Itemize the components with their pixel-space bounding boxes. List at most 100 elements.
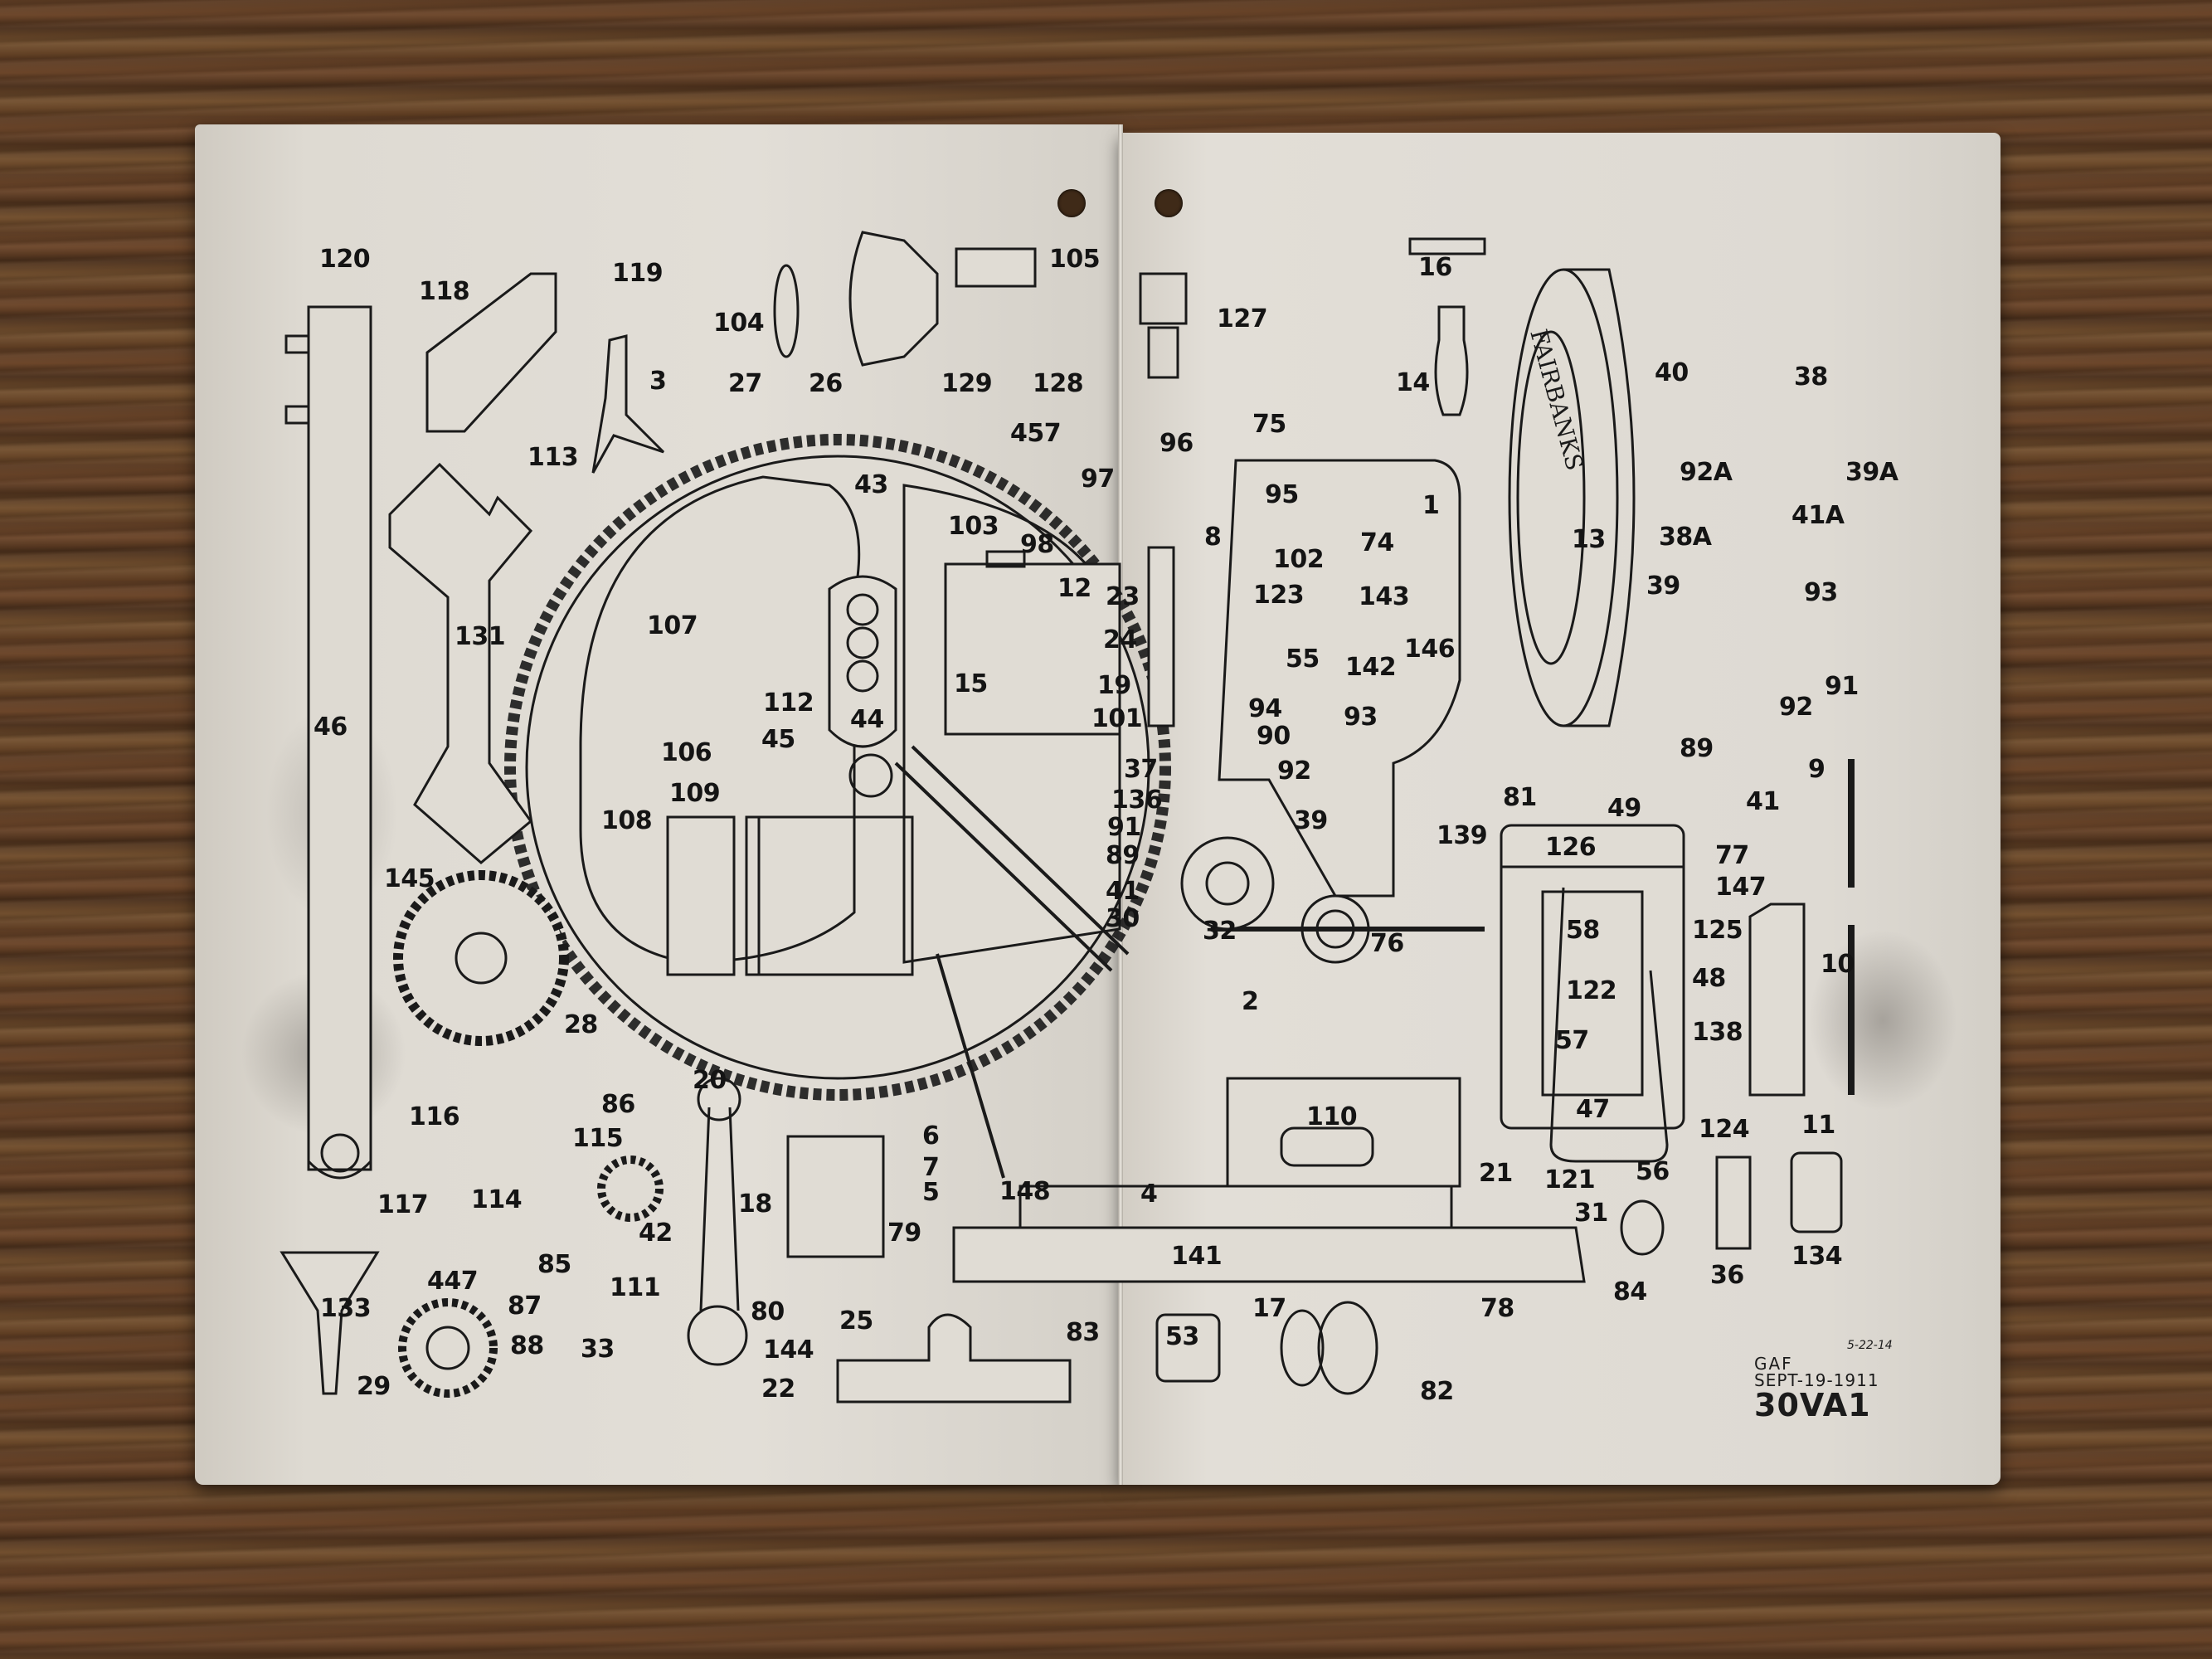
funnel-133 [280, 1251, 380, 1395]
part-label-28: 28 [564, 1010, 598, 1039]
part-label-118: 118 [419, 277, 470, 306]
part-label-91: 91 [1107, 813, 1141, 842]
oiler-127 [1139, 272, 1188, 325]
part-label-84: 84 [1613, 1277, 1647, 1306]
part-label-6: 6 [922, 1121, 940, 1151]
part-label-447: 447 [427, 1267, 479, 1296]
cam-31 [1620, 1199, 1665, 1256]
part-label-123: 123 [1253, 581, 1305, 610]
part-label-36: 36 [1710, 1261, 1744, 1290]
side-rod-46 [284, 305, 372, 1180]
part-label-91: 91 [1825, 672, 1859, 701]
part-label-23: 23 [1106, 582, 1140, 611]
part-label-138: 138 [1692, 1018, 1743, 1047]
bracket-108 [666, 815, 736, 976]
part-label-25: 25 [839, 1306, 873, 1335]
part-label-38A: 38A [1659, 523, 1712, 552]
bracket-118 [425, 272, 557, 433]
part-label-44: 44 [850, 705, 884, 734]
wrench-131 [388, 462, 533, 864]
part-label-21: 21 [1479, 1159, 1513, 1188]
part-label-16: 16 [1418, 253, 1452, 282]
gear-42 [597, 1155, 664, 1222]
part-label-139: 139 [1437, 821, 1488, 850]
part-label-14: 14 [1396, 368, 1430, 397]
part-label-30: 30 [1106, 904, 1140, 933]
stamp-date: 5-22-14 [1847, 1339, 1893, 1352]
cylinder-block-1 [1218, 459, 1461, 898]
part-label-115: 115 [572, 1124, 624, 1153]
part-label-146: 146 [1404, 635, 1456, 664]
part-label-114: 114 [471, 1185, 523, 1214]
part-label-117: 117 [377, 1190, 429, 1219]
nipple-105 [955, 247, 1037, 288]
part-label-9: 9 [1808, 755, 1826, 784]
crankshaft-25 [836, 1313, 1072, 1404]
gear-28 [393, 870, 569, 1046]
part-label-93: 93 [1804, 578, 1838, 607]
part-label-101: 101 [1091, 704, 1143, 733]
part-label-145: 145 [384, 864, 435, 893]
part-label-121: 121 [1544, 1165, 1596, 1194]
part-label-125: 125 [1692, 916, 1743, 945]
part-label-142: 142 [1345, 653, 1397, 682]
part-label-147: 147 [1715, 873, 1767, 902]
part-label-457: 457 [1010, 419, 1062, 448]
part-label-45: 45 [761, 725, 795, 754]
part-label-87: 87 [508, 1292, 542, 1321]
part-label-57: 57 [1555, 1026, 1589, 1055]
flywheel-13: FAIRBANKS [1508, 268, 1636, 727]
part-label-1: 1 [1422, 491, 1440, 520]
binder-hole-left [1057, 189, 1086, 217]
part-label-19: 19 [1097, 671, 1131, 700]
sleeve-36 [1715, 1155, 1752, 1250]
part-label-32: 32 [1203, 917, 1237, 946]
part-label-49: 49 [1607, 794, 1641, 823]
part-label-97: 97 [1081, 465, 1115, 494]
part-label-107: 107 [647, 611, 698, 640]
binder-hole-right [1155, 189, 1183, 217]
part-label-76: 76 [1370, 929, 1404, 958]
part-label-78: 78 [1480, 1294, 1514, 1323]
piston [786, 1135, 885, 1258]
part-label-131: 131 [455, 622, 506, 651]
part-label-88: 88 [510, 1331, 544, 1360]
part-label-110: 110 [1306, 1102, 1358, 1131]
part-label-93: 93 [1344, 703, 1378, 732]
part-label-22: 22 [761, 1374, 795, 1404]
part-label-8: 8 [1204, 523, 1222, 552]
part-label-41A: 41A [1791, 501, 1845, 530]
part-label-53: 53 [1165, 1322, 1199, 1351]
part-label-128: 128 [1033, 369, 1084, 398]
part-label-103: 103 [948, 512, 999, 541]
part-label-18: 18 [738, 1190, 772, 1219]
large-gear-43 [504, 434, 1171, 1101]
part-label-126: 126 [1545, 833, 1597, 862]
pulley-17 [1317, 1301, 1378, 1395]
part-label-89: 89 [1106, 841, 1140, 870]
gear-29 [398, 1298, 498, 1398]
part-label-29: 29 [357, 1372, 391, 1401]
part-label-39A: 39A [1845, 458, 1898, 487]
part-label-17: 17 [1252, 1294, 1286, 1323]
part-label-112: 112 [763, 688, 814, 718]
part-label-144: 144 [763, 1335, 814, 1365]
part-label-104: 104 [713, 309, 765, 338]
part-label-108: 108 [601, 806, 653, 835]
part-label-80: 80 [751, 1297, 785, 1326]
part-label-31: 31 [1574, 1199, 1608, 1228]
part-label-92A: 92A [1680, 458, 1733, 487]
part-label-77: 77 [1715, 841, 1749, 870]
bushing-53 [1155, 1313, 1221, 1383]
part-label-86: 86 [601, 1090, 635, 1119]
part-label-92: 92 [1277, 757, 1311, 786]
part-label-113: 113 [527, 443, 579, 472]
part-label-37: 37 [1124, 755, 1158, 784]
connecting-rod-18 [699, 1107, 740, 1311]
engine-base-141 [952, 1226, 1586, 1283]
part-label-119: 119 [612, 259, 664, 288]
part-label-47: 47 [1576, 1095, 1610, 1124]
part-label-43: 43 [854, 470, 888, 499]
part-label-83: 83 [1066, 1318, 1100, 1347]
